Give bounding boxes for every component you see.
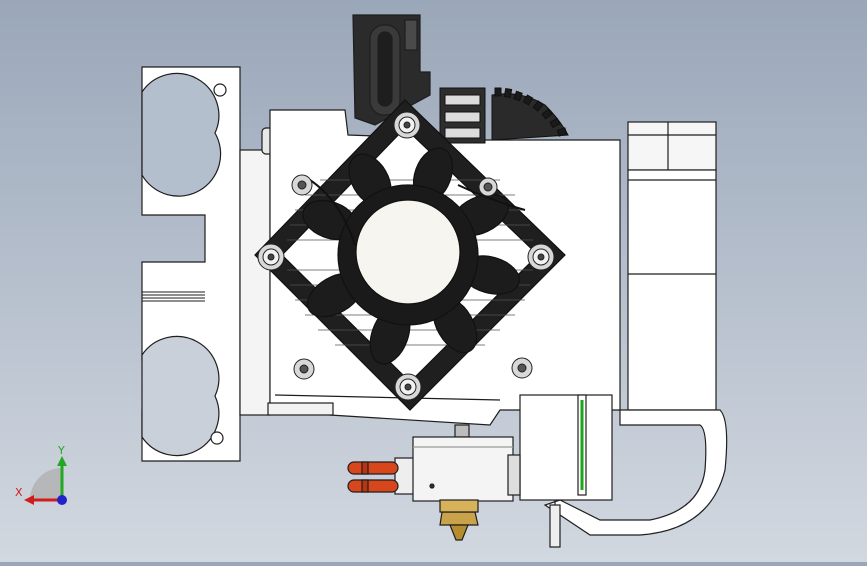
cooling-fan[interactable] bbox=[254, 99, 566, 411]
x-axis-label: X bbox=[15, 486, 23, 499]
orientation-triad: Y X bbox=[15, 444, 67, 505]
hotend[interactable] bbox=[347, 424, 521, 541]
z-axis-dot bbox=[57, 495, 67, 505]
screw-left bbox=[257, 243, 285, 271]
screw-top bbox=[393, 111, 421, 139]
screw-body-bl bbox=[293, 358, 315, 380]
screw-body-tr bbox=[478, 177, 498, 197]
y-axis-label: Y bbox=[57, 444, 65, 457]
drive-gear[interactable] bbox=[439, 87, 569, 144]
screw-body-tl bbox=[291, 174, 313, 196]
screw-right bbox=[527, 243, 555, 271]
screw-bottom bbox=[394, 373, 422, 401]
idler-lever[interactable] bbox=[352, 14, 431, 126]
fan-duct-housing[interactable] bbox=[519, 121, 728, 548]
screw-body-br bbox=[511, 357, 533, 379]
mount-bracket[interactable] bbox=[141, 66, 241, 462]
mounting-screws[interactable] bbox=[257, 111, 555, 401]
